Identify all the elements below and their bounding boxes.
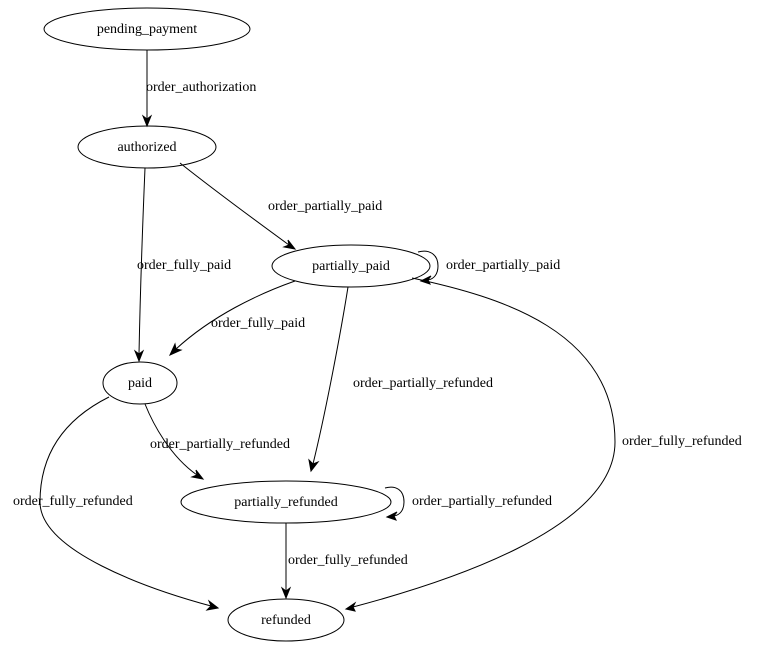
edge-partially_paid-to-paid: order_fully_paid bbox=[168, 280, 305, 357]
edge-authorized-to-partially_paid: order_partially_paid bbox=[179, 162, 382, 250]
arrowhead-icon bbox=[205, 599, 220, 611]
edge-label: order_partially_paid bbox=[268, 199, 382, 214]
edge-line bbox=[144, 403, 198, 476]
state-node-partially_paid[interactable]: partially_paid bbox=[271, 244, 431, 288]
node-ellipse bbox=[77, 125, 217, 169]
edge-label: order_fully_refunded bbox=[288, 553, 408, 568]
state-node-partially_refunded[interactable]: partially_refunded bbox=[180, 480, 392, 524]
state-node-pending_payment[interactable]: pending_payment bbox=[43, 7, 251, 51]
edge-label: order_partially_refunded bbox=[353, 376, 493, 391]
edge-paid-to-partially_refunded: order_partially_refunded bbox=[144, 403, 290, 480]
edge-label: order_partially_refunded bbox=[412, 494, 552, 509]
edge-label: order_partially_paid bbox=[446, 258, 560, 273]
node-ellipse bbox=[180, 480, 392, 524]
arrowhead-icon bbox=[385, 511, 398, 521]
edge-partially_refunded-to-partially_refunded: order_partially_refunded bbox=[384, 486, 552, 521]
edge-label: order_fully_refunded bbox=[622, 434, 742, 449]
arrowhead-icon bbox=[190, 469, 205, 480]
node-label: pending_payment bbox=[97, 22, 197, 37]
edge-pending_payment-to-authorized: order_authorization bbox=[141, 49, 256, 128]
node-label: paid bbox=[128, 376, 152, 391]
edge-line bbox=[384, 486, 405, 517]
edge-paid-to-refunded: order_fully_refunded bbox=[13, 396, 220, 611]
node-ellipse bbox=[102, 361, 178, 405]
node-ellipse bbox=[43, 7, 251, 51]
edge-line bbox=[179, 162, 290, 246]
node-ellipse bbox=[271, 244, 431, 288]
edge-line bbox=[138, 167, 146, 355]
arrowhead-icon bbox=[168, 342, 183, 357]
arrowhead-icon bbox=[141, 114, 153, 128]
edge-line bbox=[175, 280, 296, 350]
edge-partially_refunded-to-refunded: order_fully_refunded bbox=[280, 522, 408, 600]
edge-partially_paid-to-partially_refunded: order_partially_refunded bbox=[308, 286, 493, 473]
state-node-authorized[interactable]: authorized bbox=[77, 125, 217, 169]
arrowhead-icon bbox=[280, 586, 292, 600]
edge-line bbox=[39, 396, 212, 607]
edge-label: order_fully_paid bbox=[211, 316, 305, 331]
state-node-refunded[interactable]: refunded bbox=[227, 598, 345, 642]
arrowhead-icon bbox=[344, 601, 357, 612]
edge-partially_paid-to-refunded: order_fully_refunded bbox=[344, 277, 742, 612]
edge-line bbox=[312, 286, 349, 465]
node-label: partially_refunded bbox=[234, 495, 337, 510]
state-node-paid[interactable]: paid bbox=[102, 361, 178, 405]
edge-label: order_authorization bbox=[146, 80, 256, 95]
nodes-layer: pending_payment authorized partially_paidp… bbox=[43, 7, 431, 642]
arrowhead-icon bbox=[308, 458, 320, 473]
node-label: authorized bbox=[117, 140, 176, 155]
edges-layer: order_authorizationorder_partially_paido… bbox=[13, 49, 742, 612]
edge-label: order_fully_paid bbox=[137, 258, 231, 273]
node-label: refunded bbox=[261, 613, 311, 628]
arrowhead-icon bbox=[282, 239, 297, 250]
edge-partially_paid-to-partially_paid: order_partially_paid bbox=[417, 250, 560, 285]
arrowhead-icon bbox=[133, 349, 145, 363]
node-label: partially_paid bbox=[312, 259, 390, 274]
edge-line bbox=[417, 250, 439, 281]
edge-label: order_fully_refunded bbox=[13, 494, 133, 509]
edge-label: order_partially_refunded bbox=[150, 437, 290, 452]
edge-line bbox=[352, 277, 616, 608]
node-ellipse bbox=[227, 598, 345, 642]
edge-authorized-to-paid: order_fully_paid bbox=[133, 167, 231, 363]
